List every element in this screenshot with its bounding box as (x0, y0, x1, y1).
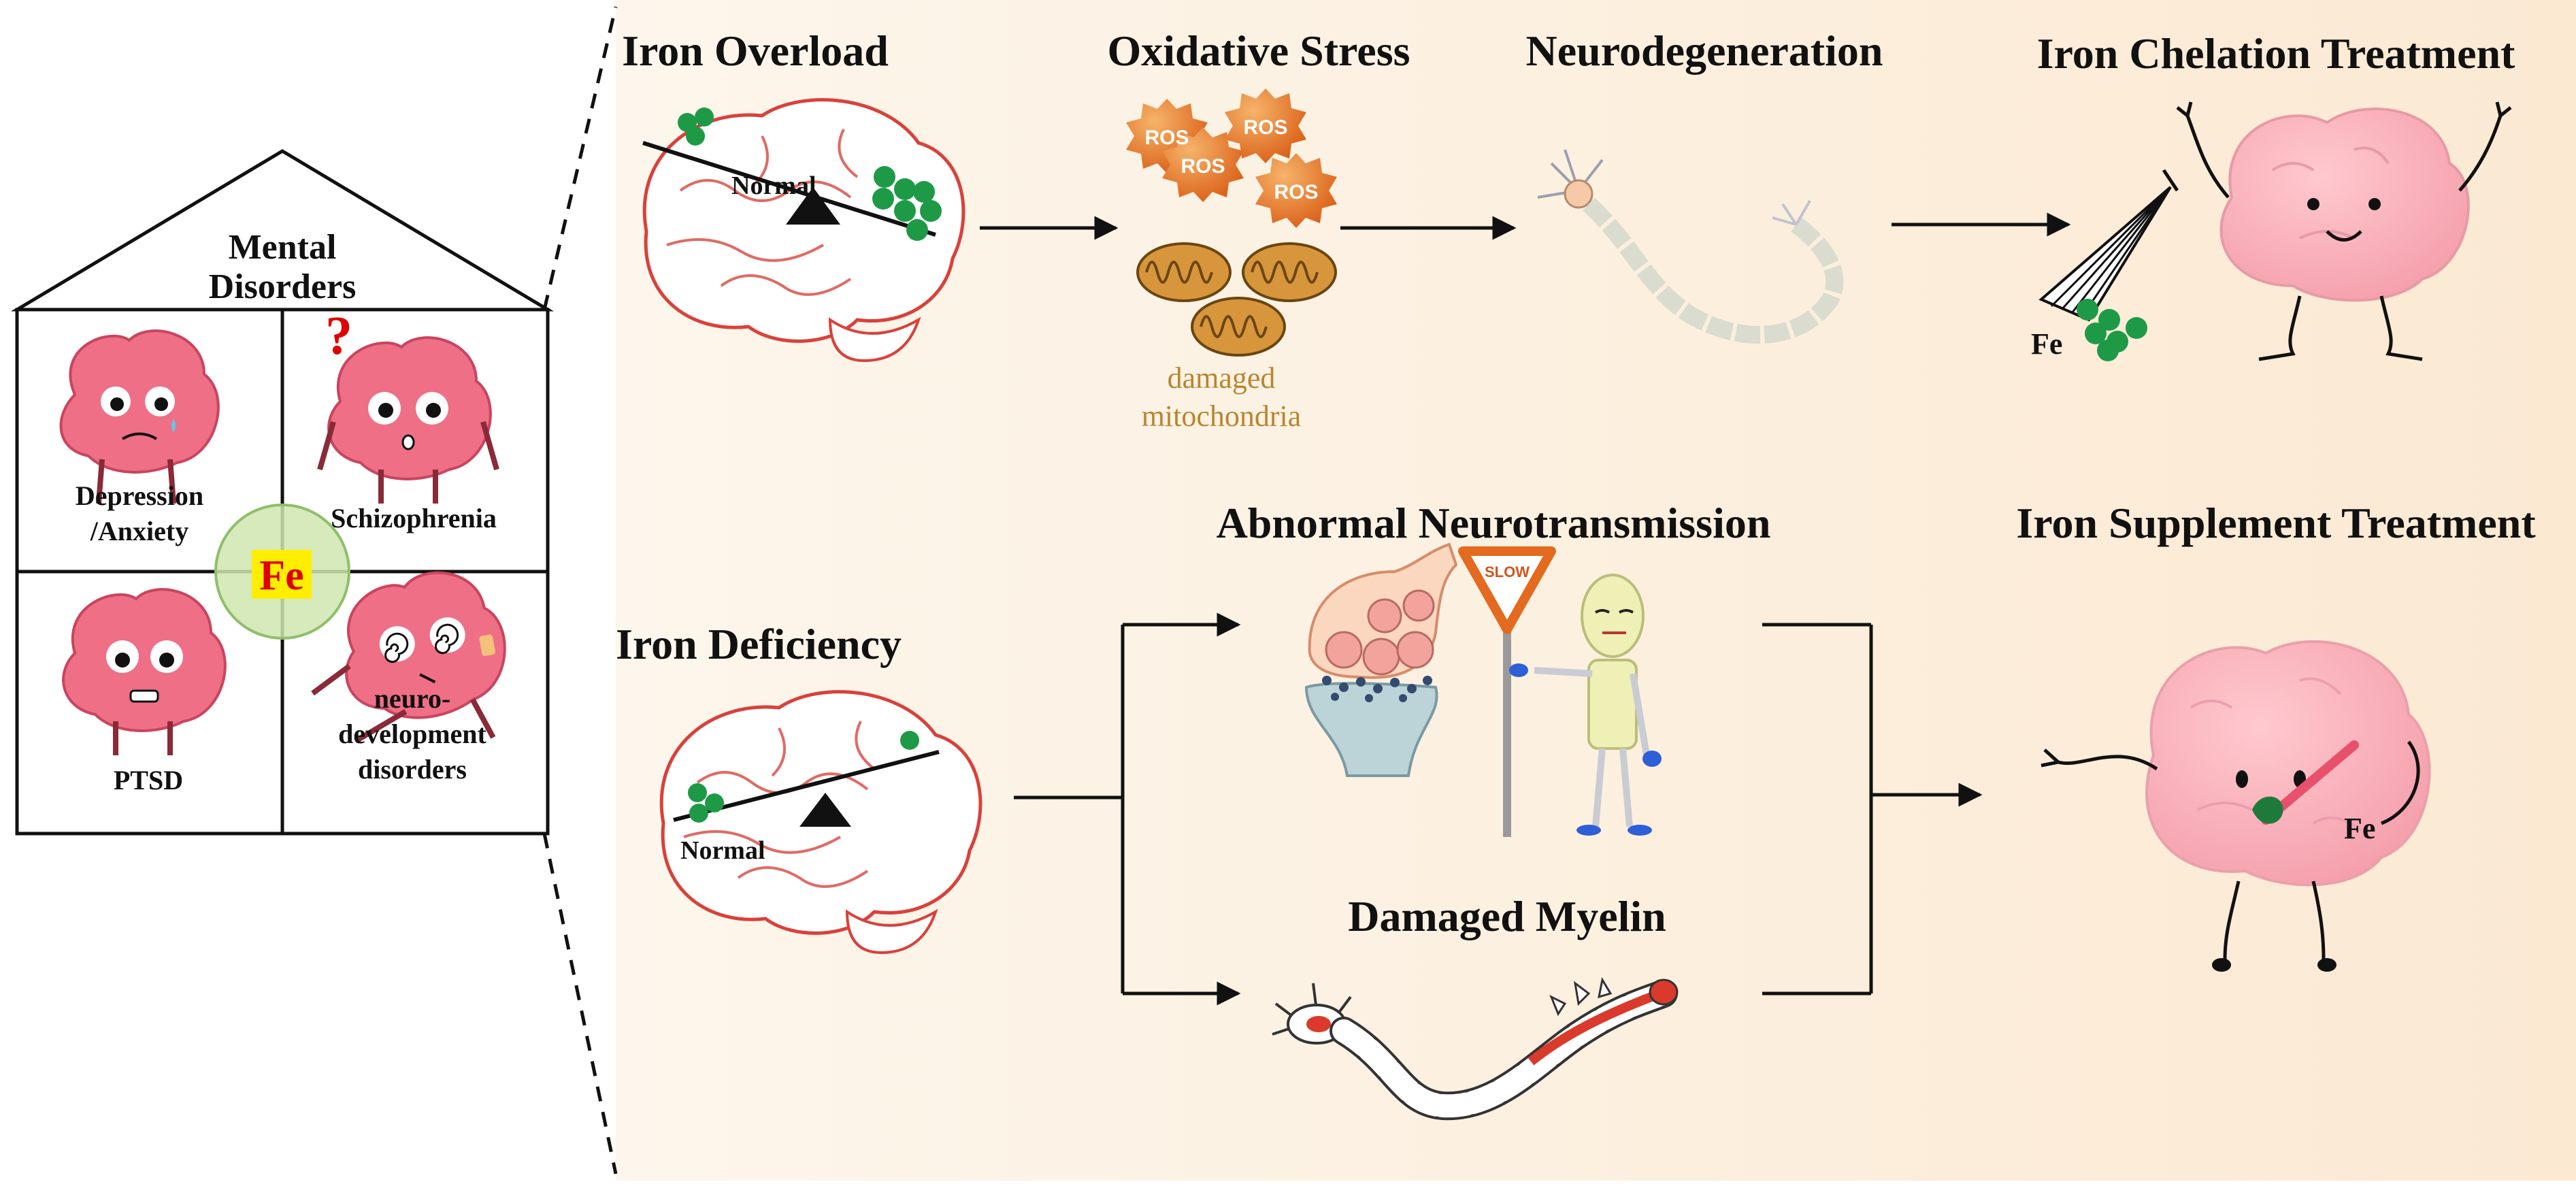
depression-brain-character (59, 329, 220, 504)
degenerating-neuron (1537, 149, 1844, 344)
tired-stick-figure (1509, 574, 1662, 836)
slow-sign: SLOW (1458, 546, 1556, 837)
supplement-fe-label: Fe (2344, 812, 2375, 845)
oxidative-stress-title: Oxidative Stress (1107, 27, 1410, 75)
zoom-connector-top (542, 6, 618, 310)
iron-supplement-title: Iron Supplement Treatment (2016, 499, 2536, 547)
ptsd-brain-character (62, 588, 227, 755)
ros-cluster: ROS ROS ROS ROS (1126, 88, 1337, 228)
ros-label-3: ROS (1180, 155, 1225, 178)
damaged-mitochondria-cluster (1136, 242, 1337, 357)
abnormal-neurotransmission-title: Abnormal Neurotransmission (1217, 499, 1771, 547)
chelation-fe-label: Fe (2031, 327, 2062, 361)
ros-label-2: ROS (1243, 116, 1287, 139)
damaged-myelin-axon (1272, 976, 1679, 1121)
ros-label-1: ROS (1144, 127, 1189, 149)
iron-chelation-title: Iron Chelation Treatment (2037, 29, 2516, 78)
neurodevelopment-brain-character (311, 571, 506, 744)
iron-overload-brain (642, 98, 965, 363)
neurodegeneration-title: Neurodegeneration (1526, 27, 1883, 75)
slow-sign-text: SLOW (1485, 563, 1530, 580)
damaged-myelin-title: Damaged Myelin (1348, 892, 1666, 940)
schizophrenia-brain-character (317, 336, 499, 504)
iron-deficiency-title: Iron Deficiency (616, 620, 902, 668)
brain-eating-iron-character (2041, 640, 2431, 972)
synapse-illustration (1304, 542, 1458, 777)
deficiency-normal-label: Normal (680, 836, 765, 865)
zoom-connector-bottom (542, 833, 618, 1174)
happy-brain-character (2176, 101, 2512, 361)
depression-label: Depression/Anxiety (76, 480, 203, 546)
schizophrenia-label: Schizophrenia (331, 503, 497, 533)
fe-center-label: Fe (259, 553, 303, 599)
overload-normal-label: Normal (731, 171, 816, 200)
iron-overload-title: Iron Overload (622, 27, 889, 75)
ptsd-label: PTSD (114, 765, 183, 795)
fe-highlight-box (252, 550, 312, 599)
ros-label-4: ROS (1274, 181, 1318, 203)
broom-sweeping-iron (2038, 169, 2179, 361)
confusion-question-mark: ? (325, 306, 352, 366)
iron-deficiency-brain (659, 690, 982, 955)
